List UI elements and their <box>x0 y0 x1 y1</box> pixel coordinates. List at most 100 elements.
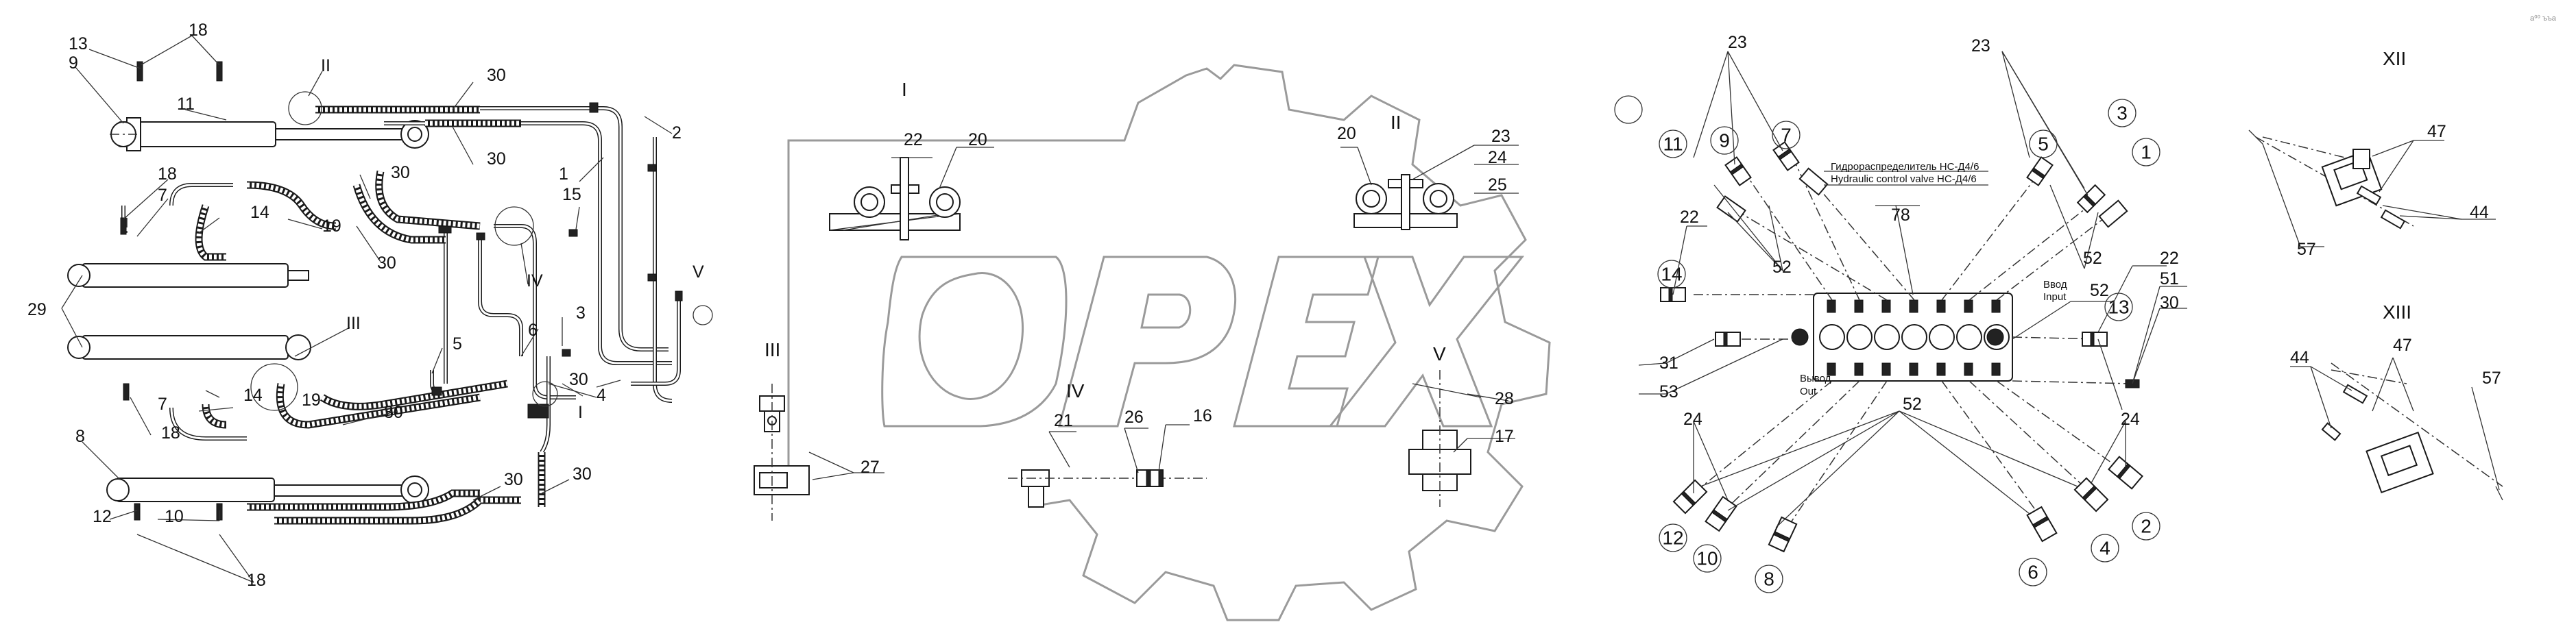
input-label-ru: Ввод <box>2043 279 2067 290</box>
logo-letter-X <box>1327 256 1525 428</box>
label-22-view-I: 22 <box>904 130 923 149</box>
input-label-en: Input <box>2043 291 2067 303</box>
label-52-bottom: 52 <box>1903 395 1922 414</box>
label-view-I-left: I <box>578 403 583 422</box>
detail-circle-I <box>532 381 558 407</box>
view-XII-drawing <box>2248 129 2496 247</box>
label-5: 5 <box>453 334 462 354</box>
valve-ports-bottom <box>1827 362 2001 376</box>
rigid-pipes <box>121 106 681 454</box>
view-title-II: II <box>1391 112 1401 133</box>
label-23-left: 23 <box>1728 33 1747 52</box>
label-31: 31 <box>1659 354 1678 373</box>
label-27: 27 <box>860 458 880 477</box>
view-IV-drawing <box>1008 424 1207 508</box>
label-15: 15 <box>562 185 581 204</box>
label-47-XII: 47 <box>2427 122 2446 141</box>
balloon-4: 4 <box>2099 538 2110 559</box>
balloon-2: 2 <box>2141 516 2152 537</box>
label-30-e: 30 <box>569 370 588 389</box>
label-18-top: 18 <box>189 21 208 40</box>
balloon-3: 3 <box>2117 103 2128 124</box>
label-22-left: 22 <box>1680 208 1699 227</box>
label-6: 6 <box>528 321 538 340</box>
label-view-III-left: III <box>346 314 361 333</box>
detail-views: I 22 20 II <box>754 79 1519 521</box>
view-title-I: I <box>902 79 907 100</box>
label-51: 51 <box>2160 269 2179 288</box>
view-I-drawing <box>829 147 994 240</box>
view-title-XIII: XIII <box>2383 301 2411 323</box>
detail-circle-II <box>288 91 322 125</box>
item-balloons <box>1614 95 2160 593</box>
label-10: 10 <box>165 507 184 526</box>
view-III-drawing <box>754 384 884 521</box>
label-44-XIII: 44 <box>2290 348 2309 367</box>
leader-lines-right <box>1638 51 2187 528</box>
valve-name-en: Hydraulic control valve НС-Д4/6 <box>1831 173 1977 185</box>
label-24-left: 24 <box>1683 410 1702 429</box>
balloon-7: 7 <box>1781 125 1792 146</box>
label-30-d: 30 <box>377 253 396 273</box>
label-21: 21 <box>1054 411 1073 430</box>
output-label-en: Out <box>1800 386 1817 397</box>
label-24-view-II: 24 <box>1488 148 1507 167</box>
view-II-drawing <box>1340 145 1519 230</box>
valve-name-ru: Гидрораспределитель НС-Д4/6 <box>1831 161 1979 173</box>
label-26: 26 <box>1124 408 1144 427</box>
cylinder-mid-lower <box>67 334 311 360</box>
flexible-hoses <box>195 106 546 525</box>
label-7-top: 7 <box>158 186 167 205</box>
label-8: 8 <box>75 427 85 446</box>
label-57-XIII: 57 <box>2482 369 2501 388</box>
control-valve-assembly: 9 7 11 14 3 1 13 12 10 8 6 4 2 5 <box>1614 33 2187 593</box>
detail-circle-V <box>693 305 713 325</box>
label-52-left: 52 <box>1772 258 1792 277</box>
balloon-12: 12 <box>1662 528 1683 549</box>
label-52-right: 52 <box>2083 249 2102 268</box>
label-18-bottom: 18 <box>247 571 266 590</box>
label-18-mid: 18 <box>158 164 177 184</box>
balloon-1: 1 <box>2141 142 2152 163</box>
view-title-V: V <box>1433 343 1446 364</box>
label-57-XII: 57 <box>2297 240 2316 259</box>
views-XII-XIII: XII 47 44 57 XIII <box>2248 48 2503 501</box>
label-14-bot: 14 <box>243 386 263 405</box>
label-30-h: 30 <box>573 465 592 484</box>
logo-letter-O <box>881 256 1068 428</box>
output-label-ru: Вывод <box>1800 373 1831 384</box>
balloon-9: 9 <box>1719 130 1730 151</box>
label-52-input: 52 <box>2090 281 2109 300</box>
label-30-right: 30 <box>2160 293 2179 312</box>
balloon-14: 14 <box>1661 264 1682 285</box>
view-title-XII: XII <box>2383 48 2406 69</box>
balloon-11: 11 <box>1663 134 1683 155</box>
balloon-6: 6 <box>2027 562 2038 583</box>
gear-outline <box>787 64 1551 621</box>
label-7-bot: 7 <box>158 395 167 414</box>
valve-ports-top <box>1827 299 2001 313</box>
view-title-IV: IV <box>1066 380 1085 401</box>
label-16: 16 <box>1193 406 1212 425</box>
label-11: 11 <box>177 95 195 114</box>
corner-mark: а⁰⁰ ъъа <box>2530 14 2557 23</box>
label-28: 28 <box>1495 389 1514 408</box>
view-XIII-drawing <box>2290 357 2503 501</box>
label-20-view-I: 20 <box>968 130 987 149</box>
view-title-III: III <box>765 339 780 360</box>
label-13: 13 <box>69 34 88 53</box>
label-3: 3 <box>576 304 586 323</box>
label-2: 2 <box>672 123 682 143</box>
balloon-8: 8 <box>1764 569 1774 590</box>
label-17: 17 <box>1495 427 1514 446</box>
label-view-II-left: II <box>321 56 330 75</box>
label-view-V-left: V <box>693 262 704 282</box>
label-12: 12 <box>93 507 112 526</box>
label-44-XII: 44 <box>2470 203 2489 222</box>
label-30-a: 30 <box>487 66 506 85</box>
cylinder-bottom <box>106 475 429 504</box>
label-30-f: 30 <box>384 403 403 422</box>
label-78: 78 <box>1891 206 1910 225</box>
label-1: 1 <box>559 164 568 184</box>
